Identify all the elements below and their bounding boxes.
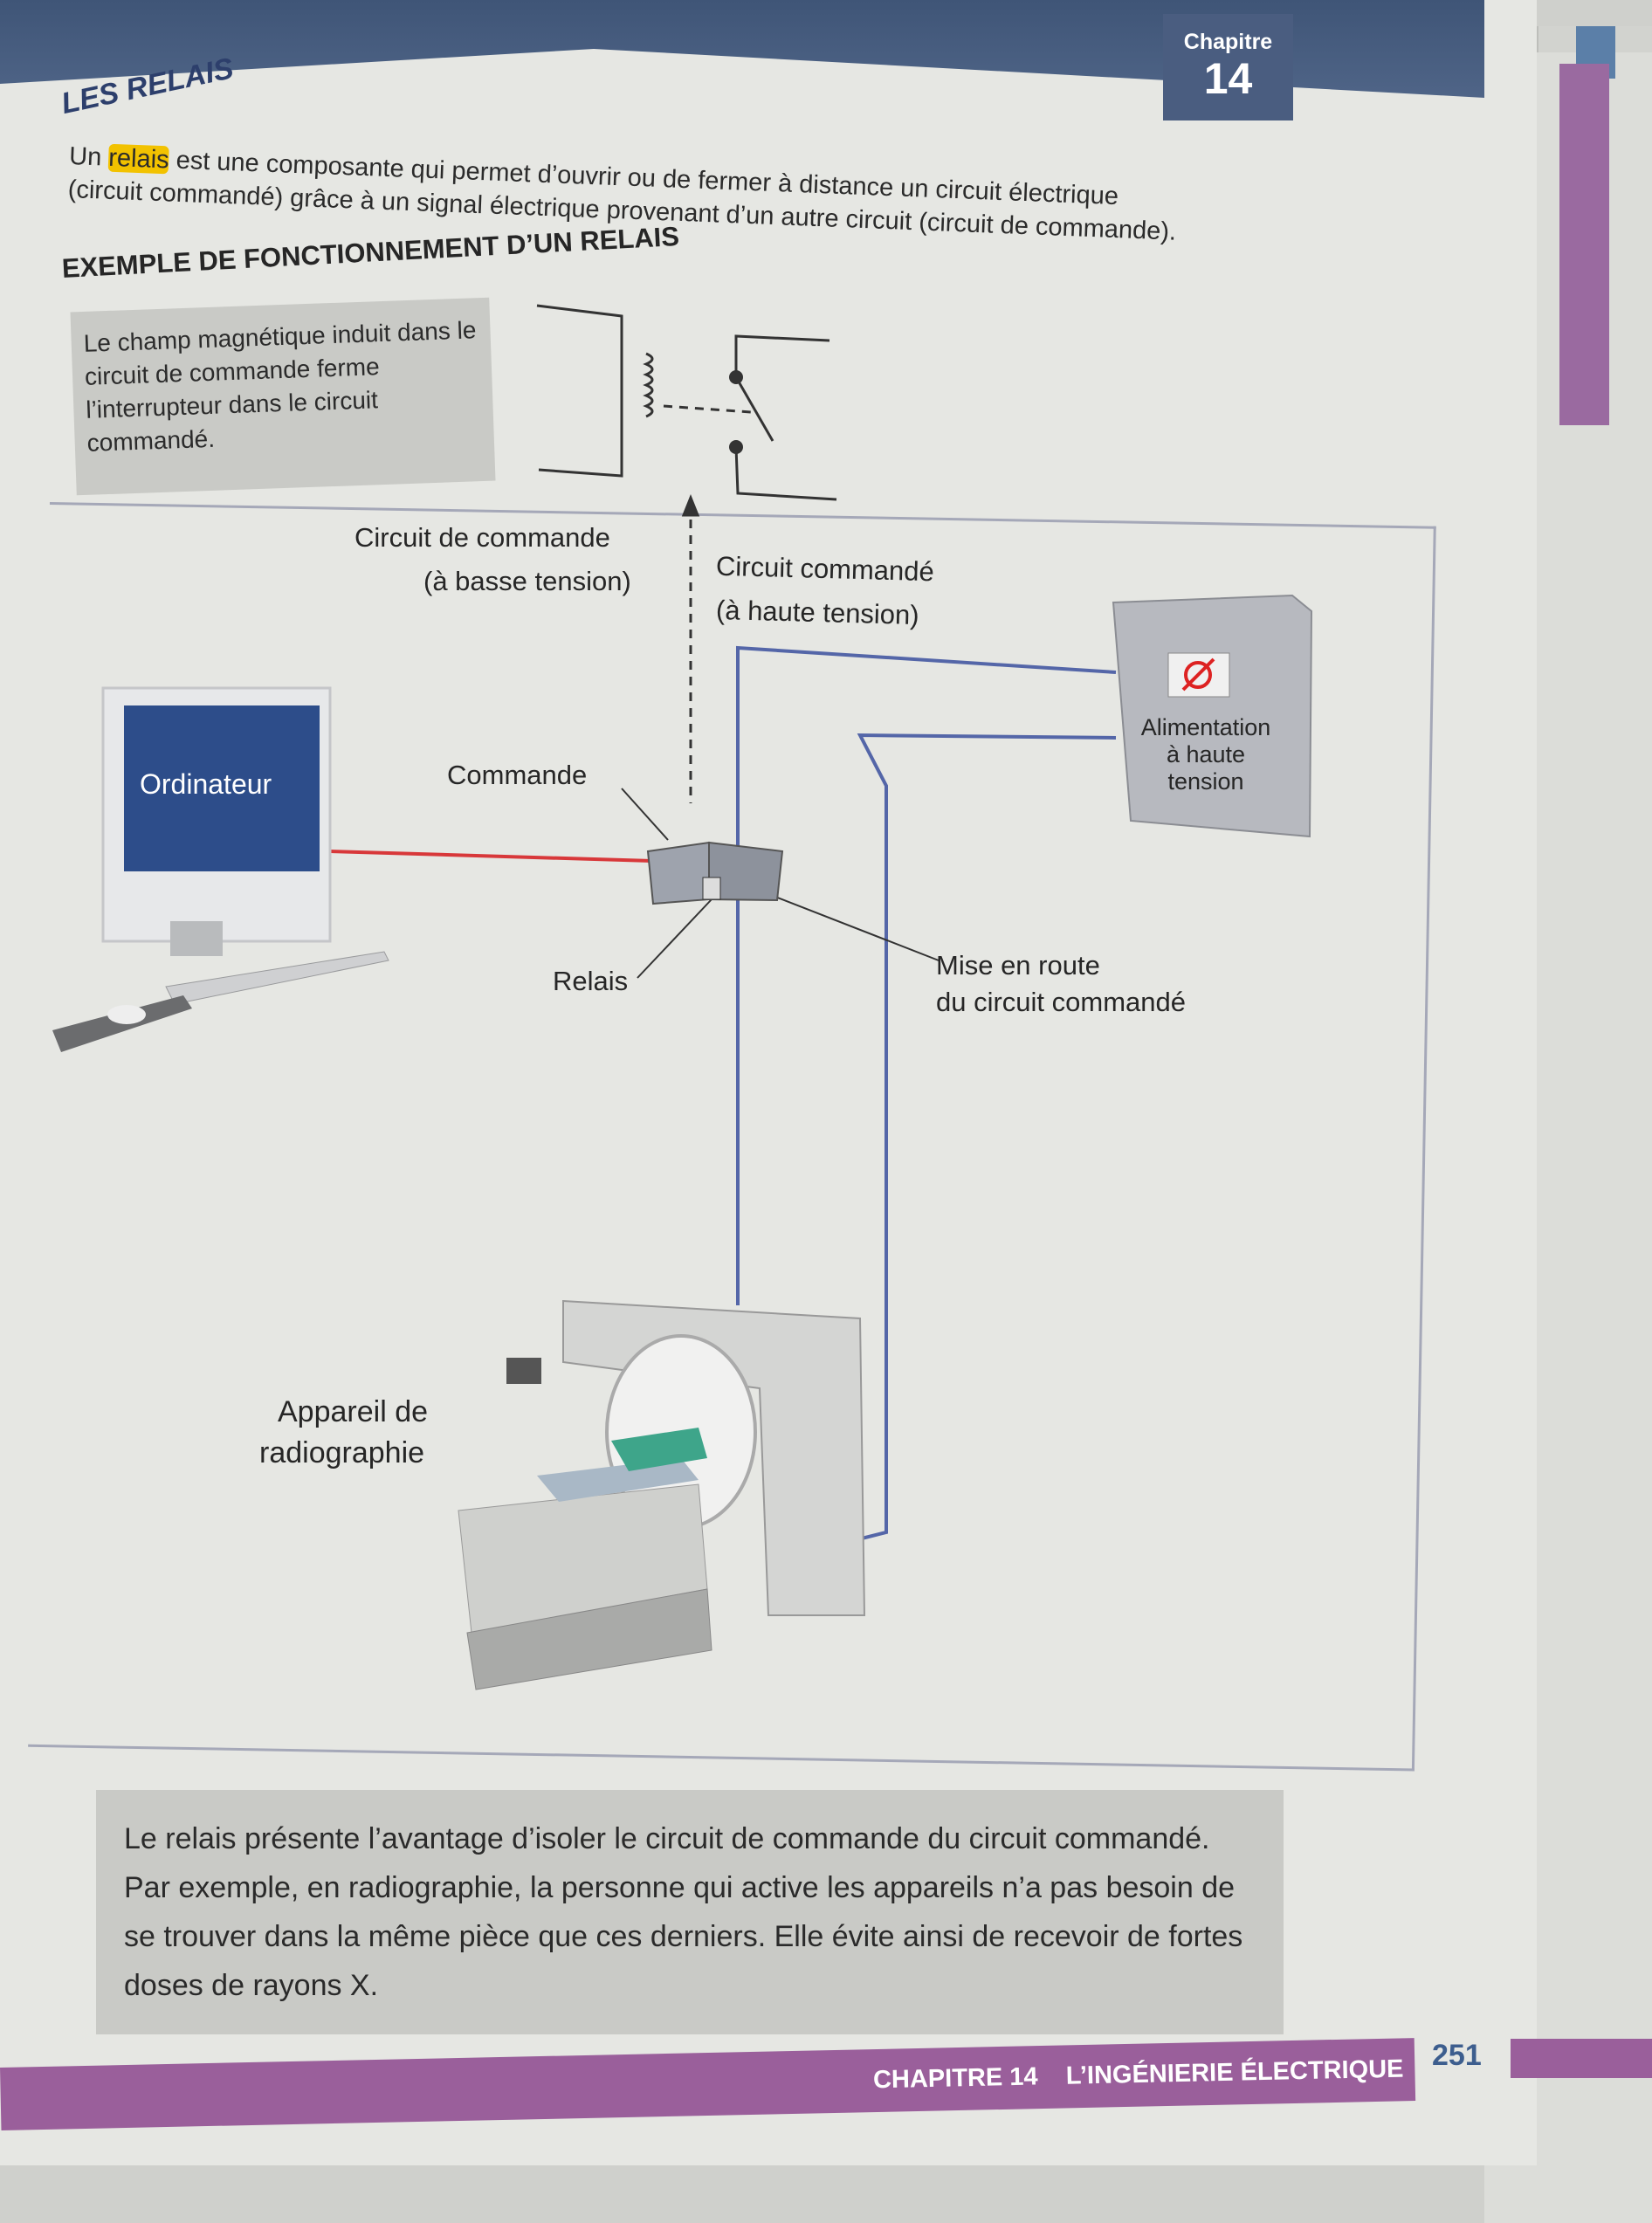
footer-accent	[1511, 2039, 1652, 2078]
controlled-wire-1	[736, 645, 1117, 1305]
relay-illustration	[646, 841, 784, 905]
control-wire	[328, 850, 653, 863]
computer-label: Ordinateur	[140, 768, 272, 800]
tab-marker-purple	[1559, 64, 1609, 425]
footer-chapter-title: L’INGÉNIERIE ÉLECTRIQUE	[1065, 2054, 1404, 2090]
chapter-badge: Chapitre 14	[1163, 14, 1293, 120]
xray-machine-illustration	[458, 1299, 866, 1690]
startup-label: Mise en route	[936, 950, 1100, 981]
relay-label: Relais	[553, 966, 629, 996]
note-box: Le relais présente l’avantage d’isoler l…	[96, 1790, 1284, 2034]
computer-illustration	[52, 686, 389, 1052]
xray-label-2: radiographie	[259, 1436, 425, 1469]
controlled-wire-2	[850, 733, 1117, 1543]
control-circuit-label: Circuit de commande	[354, 522, 610, 553]
power-supply-illustration	[1112, 594, 1313, 838]
page-number: 251	[1432, 2039, 1482, 2072]
power-label-line2: à haute	[1166, 741, 1246, 767]
command-label: Commande	[447, 760, 588, 790]
chapter-label: Chapitre	[1183, 30, 1273, 54]
footer-chapter-number: CHAPITRE 14	[872, 2062, 1038, 2095]
relay-symbol	[536, 304, 837, 803]
power-label-line3: tension	[1167, 768, 1244, 795]
startup-label-2: du circuit commandé	[936, 987, 1187, 1017]
note-text: Le relais présente l’avantage d’isoler l…	[124, 1822, 1243, 2002]
controlled-circuit-voltage: (à haute tension)	[715, 594, 920, 631]
xray-label: Appareil de	[278, 1395, 429, 1428]
controlled-circuit-label: Circuit commandé	[715, 550, 935, 588]
power-label-line1: Alimentation	[1140, 714, 1271, 740]
chapter-number: 14	[1203, 54, 1253, 103]
power-supply-label: Alimentation à haute tension	[1132, 714, 1280, 795]
control-circuit-voltage: (à basse tension)	[423, 566, 631, 596]
